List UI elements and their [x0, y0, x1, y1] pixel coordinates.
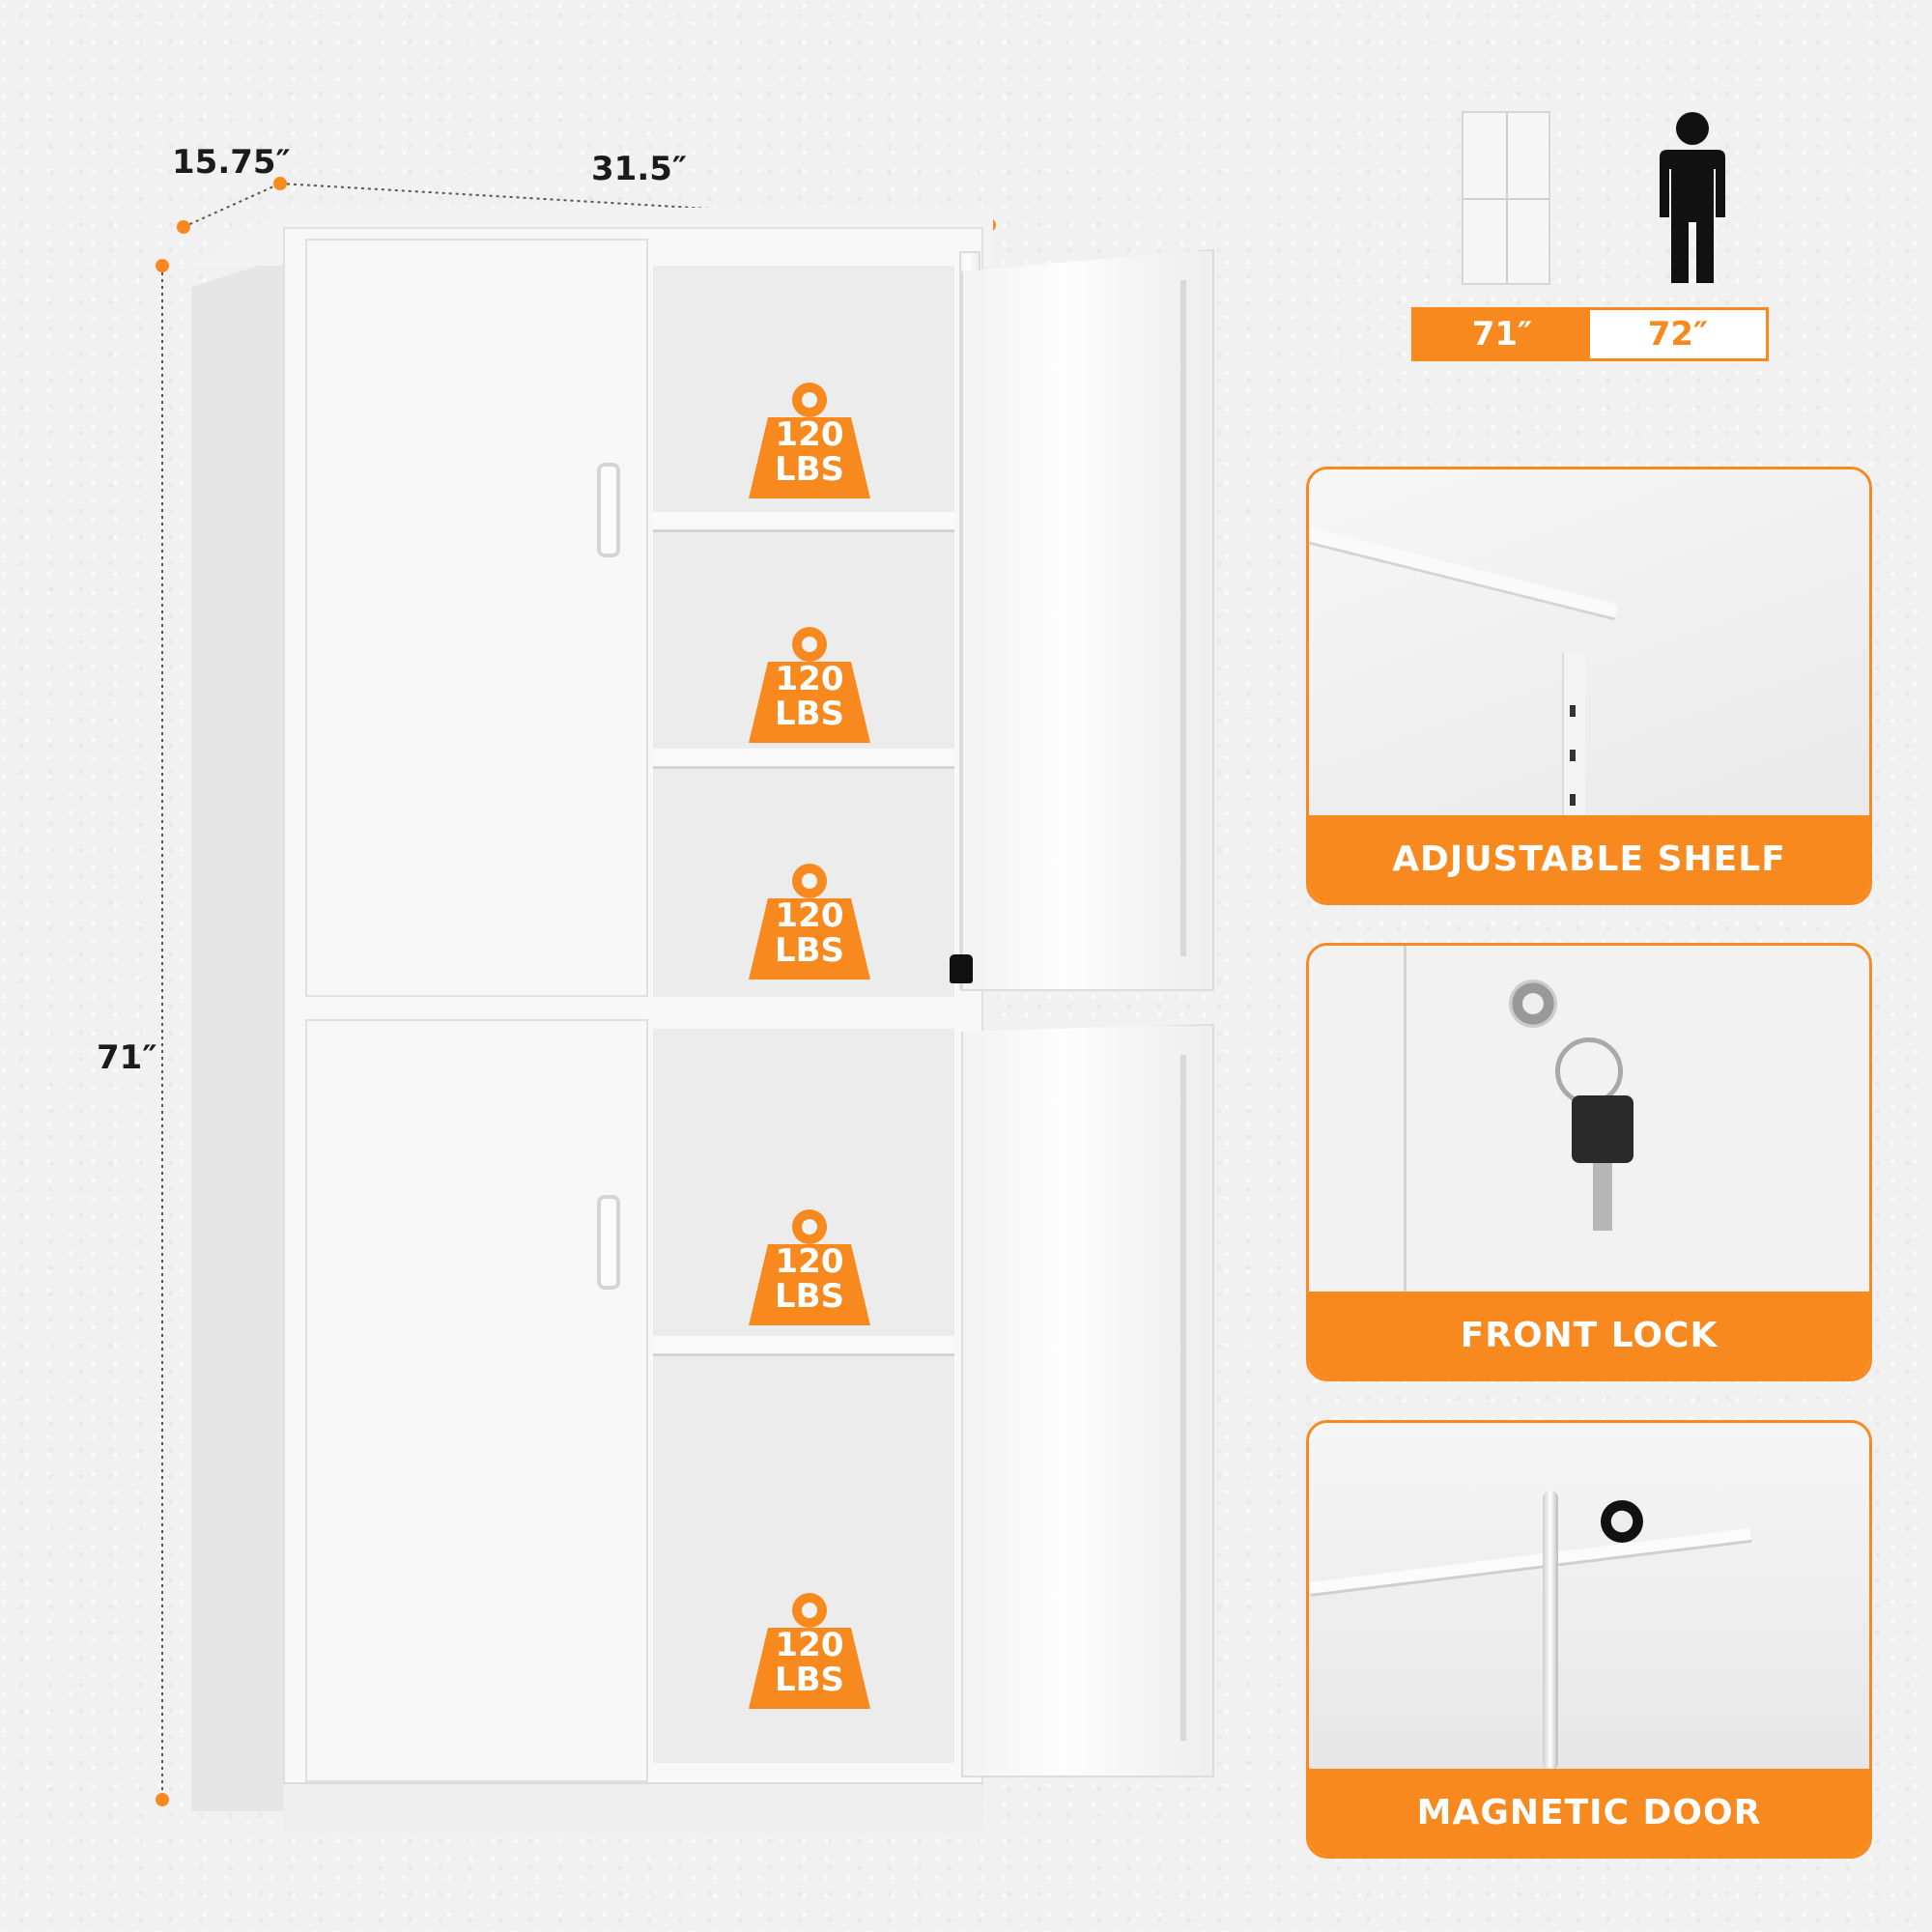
dimension-lines — [161, 183, 991, 1802]
magnet-icon — [950, 954, 973, 983]
cabinet-side — [191, 256, 288, 1811]
cabinet-base — [283, 1782, 983, 1833]
door-handle[interactable] — [597, 1195, 620, 1290]
upper-left-door[interactable] — [305, 239, 648, 997]
lower-door-panel[interactable] — [961, 1024, 1214, 1777]
height-label: 71″ — [97, 1038, 157, 1077]
latch-rod — [1543, 1491, 1558, 1771]
shelf-upright — [1562, 653, 1585, 817]
magnet-closeup-image — [1309, 1423, 1869, 1771]
feature-card-adjustable-shelf: ADJUSTABLE SHELF — [1306, 467, 1872, 905]
weight-icon — [749, 627, 870, 743]
shelf — [653, 1336, 954, 1356]
door-handle[interactable] — [597, 463, 620, 557]
upper-door-panel[interactable] — [961, 249, 1214, 991]
shelf-closeup-image — [1309, 469, 1869, 817]
size-compare-bar: 71″ 72″ — [1411, 307, 1769, 361]
shelf — [653, 749, 954, 769]
dim-dot — [156, 259, 169, 272]
weight-value: 120 — [775, 1242, 844, 1281]
person-icon — [1660, 112, 1725, 283]
dim-dot — [156, 1793, 169, 1806]
feature-label: ADJUSTABLE SHELF — [1309, 815, 1869, 902]
weight-unit: LBS — [774, 695, 845, 733]
weight-unit: LBS — [774, 1661, 845, 1699]
width-label: 31.5″ — [591, 150, 688, 188]
cabinet — [191, 208, 993, 1833]
dim-dot — [177, 220, 190, 234]
weight-icon — [749, 1209, 870, 1325]
feature-card-magnetic-door: MAGNETIC DOOR — [1306, 1420, 1872, 1859]
cabinet-height-value: 71″ — [1471, 315, 1533, 354]
door-lock-rod — [1180, 1055, 1186, 1741]
feature-label: FRONT LOCK — [1309, 1292, 1869, 1378]
key-blade — [1593, 1163, 1612, 1231]
lock-cylinder — [1509, 980, 1557, 1028]
weight-icon — [749, 864, 870, 980]
weight-unit: LBS — [774, 450, 845, 489]
shelf-edge — [1309, 527, 1619, 621]
feature-card-front-lock: FRONT LOCK — [1306, 943, 1872, 1381]
cabinet-height-cell: 71″ — [1414, 310, 1590, 358]
key-head — [1572, 1095, 1634, 1163]
weight-unit: LBS — [774, 1277, 845, 1316]
weight-value: 120 — [775, 896, 844, 935]
lock-closeup-image — [1309, 946, 1869, 1293]
weight-unit: LBS — [774, 931, 845, 970]
shelf — [653, 512, 954, 532]
panel-edge — [1404, 946, 1406, 1293]
person-height-value: 72″ — [1647, 315, 1709, 354]
shelf-slot — [1570, 705, 1576, 717]
shelf-slot — [1570, 794, 1576, 806]
lower-left-door[interactable] — [305, 1019, 648, 1782]
person-height-cell: 72″ — [1590, 310, 1766, 358]
mini-door-divider — [1506, 113, 1508, 283]
weight-value: 120 — [775, 1626, 844, 1664]
weight-value: 120 — [775, 415, 844, 454]
dim-dot — [273, 177, 287, 190]
door-frame-edge — [1309, 1527, 1752, 1597]
shelf-slot — [1570, 750, 1576, 761]
mini-cabinet-icon — [1462, 111, 1550, 285]
magnet-ring — [1601, 1500, 1643, 1543]
depth-label: 15.75″ — [172, 143, 291, 182]
weight-icon — [749, 383, 870, 498]
feature-label: MAGNETIC DOOR — [1309, 1769, 1869, 1856]
weight-value: 120 — [775, 660, 844, 698]
weight-icon — [749, 1593, 870, 1709]
door-lock-rod — [1180, 280, 1186, 956]
